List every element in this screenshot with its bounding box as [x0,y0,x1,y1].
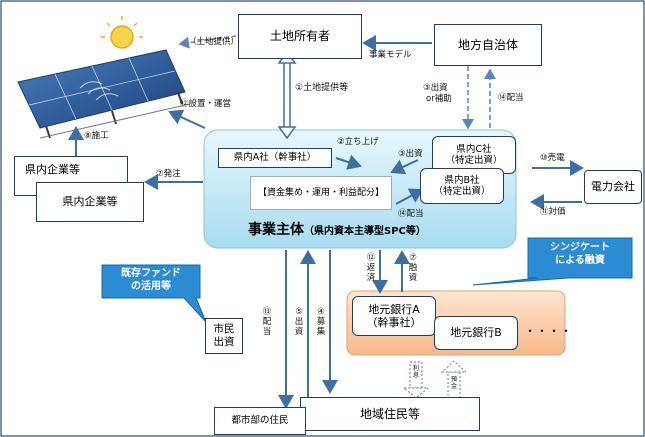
syndicate-loan-callout: シンジケート による融資 [550,242,610,266]
flow-7-loan-label: ⑦融資 [408,253,418,283]
callout-existing-fund-shape [101,264,207,323]
double-arrow-land [277,50,297,140]
interest-arrow [402,361,430,399]
local-bank-b-box: 地元銀行B [434,316,518,350]
flow-14-mid-label: ⑭配当 [398,209,424,219]
flow-4-recruit-label: ④募集 [316,307,326,337]
flow-5-invest-label: ⑤出資 [294,307,304,337]
solar-panel-illustration [17,16,191,139]
flow-8-label: ⑧施工 [84,131,109,141]
land-owner-box: 土地所有者 [238,14,362,59]
callout-syndicate-shape [472,237,633,286]
flow-10-label: ⑩売電 [540,153,565,163]
business-entity-title: 事業主体（県内資本主導型SPC等） [248,222,426,238]
flow-14-top-label: ⑭配当 [498,93,524,103]
flow-3-left-label: ③出資 [398,149,423,159]
local-residents-box: 地域住民等 [300,397,480,431]
company-c-box: 県内C社 （特定出資） [432,136,516,174]
flow-3-top-sub-label: or補助 [426,94,452,104]
citizen-investment-box: 市民 出資 [205,318,243,354]
business-entity-main: 事業主体 [248,222,304,238]
existing-fund-callout: 既存ファンド の活用等 [121,268,181,292]
local-bank-a-box: 地元銀行A （幹事社） [352,296,436,336]
interest-label: 利息 [412,365,419,379]
business-model-label: 事業モデル [369,50,412,60]
power-company-box: 電力会社 [584,170,642,204]
business-entity-sub: （県内資本主導型SPC等） [304,226,426,237]
flow-11-label: ⑪対価 [540,207,566,217]
local-government-box: 地方自治体 [434,24,542,66]
more-banks-ellipsis: ・・・・ [524,324,573,338]
deposit-label: 預金 [450,376,457,390]
flow-12-label: ⑫設置・運営 [180,99,232,109]
fund-management-box: 【資金集め・運用・利益配分】 [250,176,392,210]
flow-1-label: ①土地提供等 [295,83,349,93]
flow-12-repay-label: ⑫返済 [366,253,376,283]
flow-7-order-label: ⑦発注 [156,169,181,179]
flow-3-top-label: ③出資 [423,83,448,93]
company-b-box: 県内B社 （特定出資） [420,168,504,204]
flow-13-dividend-label: ⑬配当 [262,307,272,337]
company-a-box: 県内A社（幹事社） [218,148,332,168]
prefectural-company-front-box: 県内企業等 [36,182,144,222]
flow-2-label: ②立ち上げ [337,137,379,147]
urban-residents-box: 都市部の住民 [214,407,306,435]
land-provision-paren-label: （土地提供） [188,37,240,47]
